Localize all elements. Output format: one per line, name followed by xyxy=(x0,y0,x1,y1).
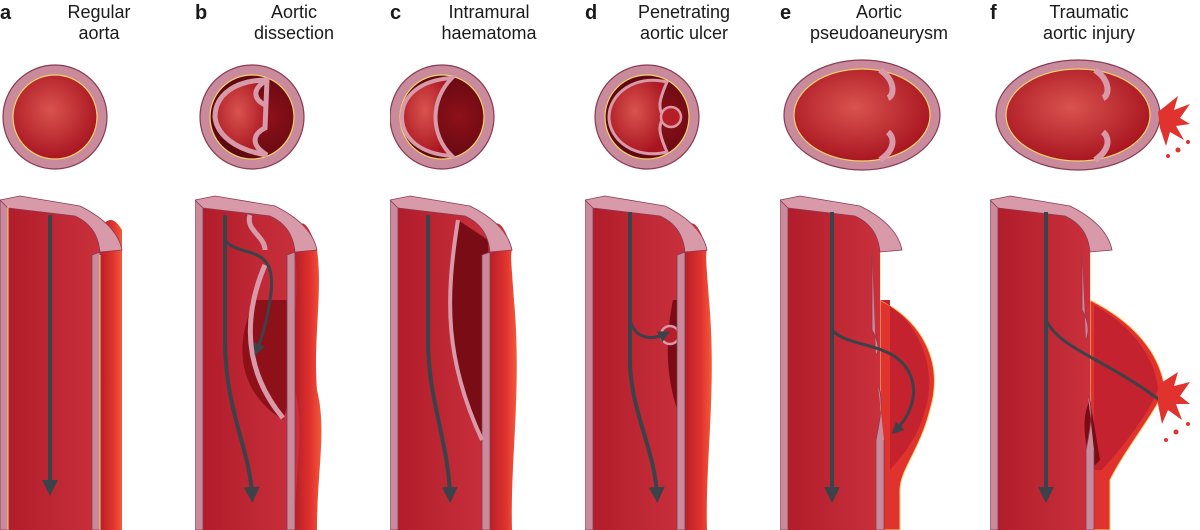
traumatic-injury-cross-section xyxy=(995,59,1190,171)
false-lumen-flow-arrow xyxy=(223,238,274,356)
pseudoaneurysm-longitudinal-section xyxy=(780,195,935,530)
panel-e-aortic-pseudoaneurysm: e Aortic pseudoaneurysm xyxy=(780,0,980,530)
panel-c-label: c Intramural haematoma xyxy=(390,2,590,48)
aorta-cross-section xyxy=(2,64,108,170)
panel-d-label: d Penetrating aortic ulcer xyxy=(585,2,785,48)
pseudoaneurysm-flow-arrow xyxy=(830,328,915,435)
panel-b-label: b Aortic dissection xyxy=(195,2,395,48)
panel-a-title: Regular aorta xyxy=(67,2,131,43)
aorta-longitudinal-section xyxy=(0,195,123,530)
panel-f-title: Traumatic aortic injury xyxy=(1042,2,1136,43)
dissection-longitudinal-section xyxy=(195,195,322,530)
haematoma-longitudinal-section xyxy=(390,195,517,530)
panel-c-letter: c xyxy=(390,2,402,24)
dissection-cross-section xyxy=(199,64,305,170)
panel-b-illustration xyxy=(195,64,322,530)
panel-f-letter: f xyxy=(990,2,997,24)
pseudoaneurysm-cross-section xyxy=(783,59,941,171)
panel-c-intramural-haematoma: c Intramural haematoma xyxy=(390,0,590,530)
panel-f-illustration xyxy=(990,59,1190,530)
ulcer-longitudinal-section xyxy=(585,195,712,530)
panel-a-label: a Regular aorta xyxy=(0,2,200,48)
panel-f-label: f Traumatic aortic injury xyxy=(990,2,1190,48)
panel-d-illustration xyxy=(585,64,712,530)
panel-e-illustration xyxy=(780,59,941,530)
panel-f-traumatic-aortic-injury: f Traumatic aortic injury xyxy=(990,0,1190,530)
panel-d-title: Penetrating aortic ulcer xyxy=(637,2,731,43)
blood-spray xyxy=(1158,96,1190,158)
panel-e-label: e Aortic pseudoaneurysm xyxy=(780,2,980,48)
blood-spray xyxy=(1158,372,1190,442)
panel-c-illustration xyxy=(390,64,517,530)
panel-d-penetrating-aortic-ulcer: d Penetrating aortic ulcer xyxy=(585,0,785,530)
panel-e-title: Aortic pseudoaneurysm xyxy=(809,2,949,43)
panel-a-illustration xyxy=(0,64,123,530)
haematoma-cross-section xyxy=(390,64,495,170)
panel-a-letter: a xyxy=(0,2,12,24)
blood-flow-arrow xyxy=(426,215,458,503)
traumatic-injury-longitudinal-section xyxy=(990,195,1190,530)
ulcer-flow-arrow xyxy=(628,319,671,343)
panel-b-title: Aortic dissection xyxy=(253,2,335,43)
blood-flow-arrow xyxy=(628,212,665,503)
panel-d-letter: d xyxy=(585,2,598,24)
panel-b-aortic-dissection: b Aortic dissection xyxy=(195,0,395,530)
true-lumen-flow-arrow xyxy=(223,215,260,503)
panel-b-letter: b xyxy=(195,2,208,24)
rupture-flow-arrow xyxy=(1044,319,1175,412)
panel-c-title: Intramural haematoma xyxy=(441,2,537,43)
ulcer-cross-section xyxy=(594,64,700,170)
panel-e-letter: e xyxy=(780,2,792,24)
panel-a-regular-aorta: a Regular aorta xyxy=(0,0,200,530)
